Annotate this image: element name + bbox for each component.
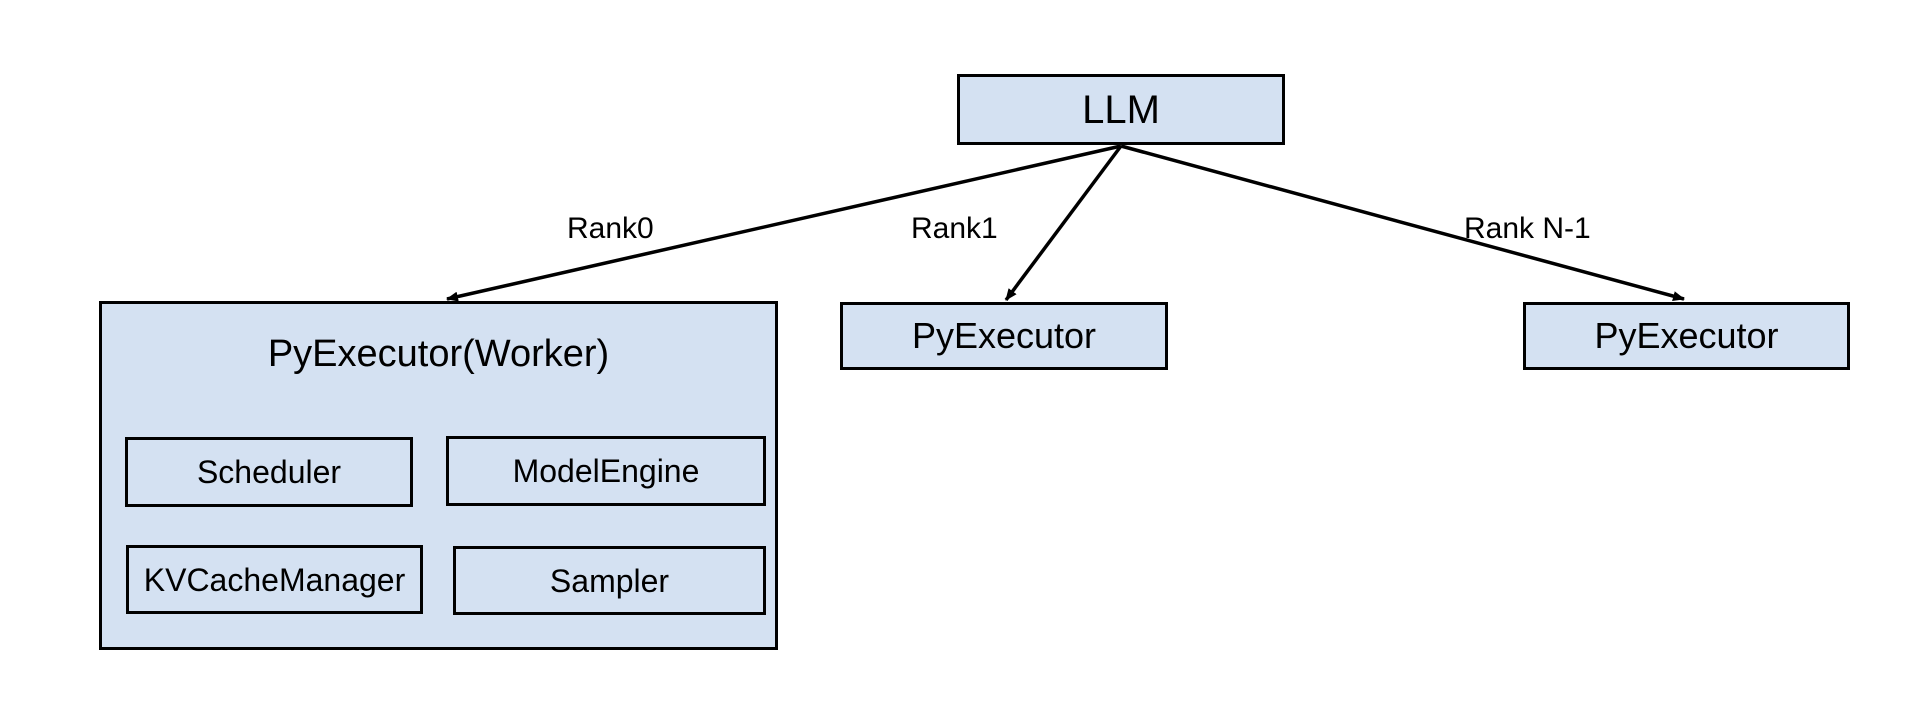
node-llm-label: LLM — [1082, 87, 1160, 132]
node-sampler-label: Sampler — [549, 562, 670, 599]
node-sampler[interactable]: Sampler — [453, 546, 766, 615]
edge-label-rank-n-1: Rank N-1 — [1464, 212, 1591, 245]
edge-label-rank1: Rank1 — [911, 212, 998, 245]
edge-label-rank0: Rank0 — [567, 212, 654, 245]
node-scheduler[interactable]: Scheduler — [125, 437, 413, 507]
node-pyexecutor-worker-label: PyExecutor(Worker) — [267, 333, 610, 375]
node-pyexecutor-rank1[interactable]: PyExecutor — [840, 302, 1168, 370]
node-llm[interactable]: LLM — [957, 74, 1285, 145]
node-pyexecutor-rank1-label: PyExecutor — [911, 315, 1097, 356]
node-model-engine[interactable]: ModelEngine — [446, 436, 766, 506]
edge-llm-to-rank0 — [446, 144, 1122, 302]
node-kv-cache-manager[interactable]: KVCacheManager — [126, 545, 423, 614]
node-pyexecutor-worker[interactable]: PyExecutor(Worker) Scheduler ModelEngine… — [99, 301, 778, 650]
edge-llm-to-rank1 — [1004, 144, 1123, 302]
node-model-engine-label: ModelEngine — [512, 453, 700, 489]
edge-llm-to-rankn — [1120, 144, 1685, 301]
node-pyexecutor-rank-n-1-label: PyExecutor — [1594, 315, 1779, 356]
node-pyexecutor-rank-n-1[interactable]: PyExecutor — [1523, 302, 1850, 370]
node-kv-cache-manager-label: KVCacheManager — [143, 561, 406, 598]
node-scheduler-label: Scheduler — [196, 454, 342, 490]
